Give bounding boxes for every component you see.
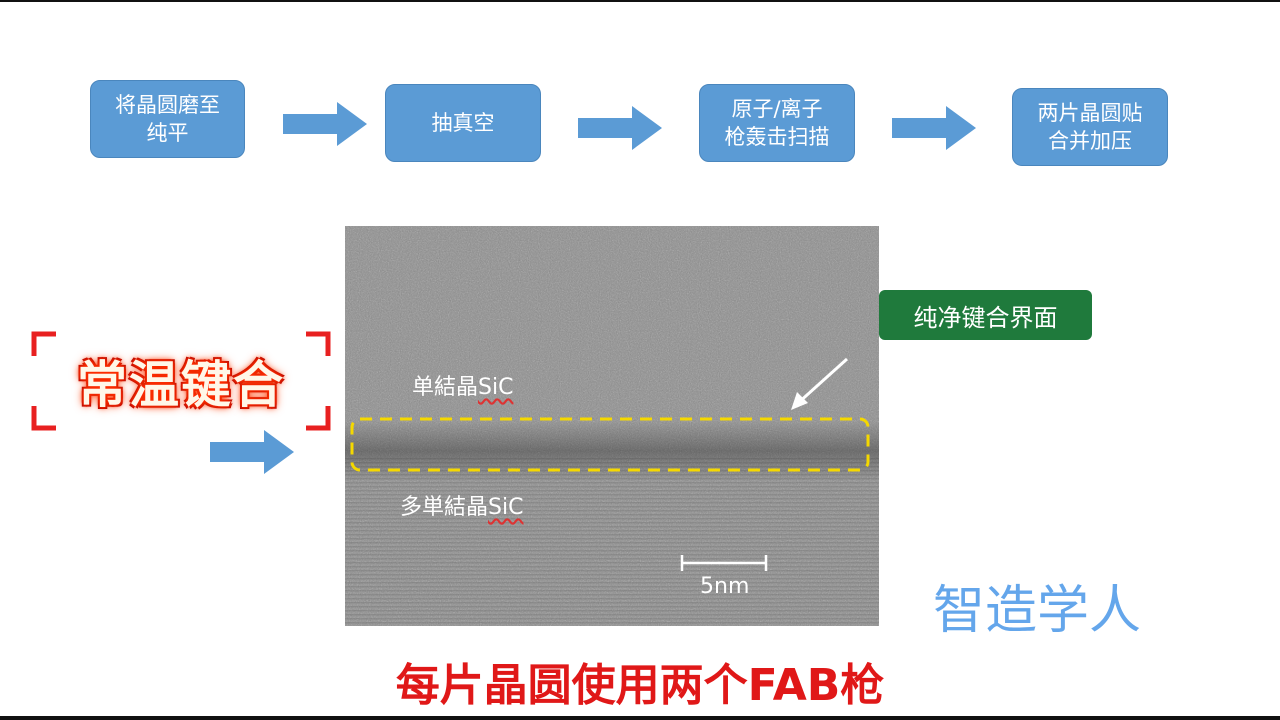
step-label: 将晶圆磨至 纯平 [115, 93, 220, 145]
step-vacuum: 抽真空 [385, 84, 541, 162]
right-arrow-icon [892, 106, 976, 150]
tem-texture [345, 226, 879, 626]
room-temp-bonding-title: 常温键合 [77, 356, 285, 414]
step-label: 抽真空 [431, 111, 495, 135]
scale-bar [680, 555, 768, 571]
right-arrow-icon [210, 430, 294, 474]
sic-text: SiC [478, 375, 514, 400]
step-label: 原子/离子 枪轰击扫描 [724, 97, 830, 149]
lower-layer-label: 多単結晶SiC [400, 489, 523, 521]
top-border [0, 0, 1280, 2]
interface-badge: 纯净键合界面 [879, 290, 1092, 340]
right-arrow-icon [283, 102, 367, 146]
lower-layer-text: 多単結晶SiC [400, 495, 524, 520]
pointer-arrow-icon [791, 357, 849, 410]
upper-layer-text: 单結晶SiC [412, 375, 514, 400]
step-ion-scan: 原子/离子 枪轰击扫描 [699, 84, 855, 162]
bracket-frame [31, 331, 331, 431]
watermark: 智造学人 [932, 580, 1141, 641]
step-bond-press: 两片晶圆贴 合并加压 [1012, 88, 1168, 166]
step-grind-wafer: 将晶圆磨至 纯平 [90, 80, 245, 158]
interface-highlight-box [350, 417, 870, 472]
sic-text: SiC [488, 495, 524, 520]
subtitle-caption: 每片晶圆使用两个FAB枪 [395, 660, 885, 711]
bottom-border [0, 716, 1280, 720]
step-label: 两片晶圆贴 合并加压 [1037, 101, 1143, 153]
right-arrow-icon [578, 106, 662, 150]
tem-image: 单結晶SiC 多単結晶SiC 5nm [345, 226, 879, 626]
upper-layer-label: 单結晶SiC [412, 369, 513, 401]
scale-bar-label: 5nm [700, 574, 750, 599]
